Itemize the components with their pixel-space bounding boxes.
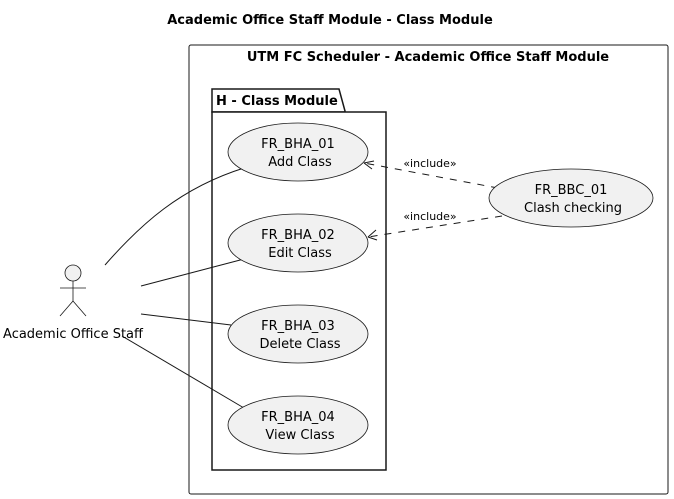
include-label-edit: «include» xyxy=(403,210,456,223)
include-relations: «include» «include» xyxy=(363,157,503,241)
include-arrow-add xyxy=(363,162,499,189)
actor-label: Academic Office Staff xyxy=(3,327,144,342)
association-edit-class xyxy=(140,258,245,287)
include-label-add: «include» xyxy=(403,157,456,170)
arrowhead-edit xyxy=(367,229,378,241)
actor-stick-figure-icon xyxy=(59,264,87,317)
actor-academic-office-staff: Academic Office Staff xyxy=(3,264,144,342)
associations xyxy=(104,167,245,409)
use-case-id: FR_BHA_01 xyxy=(261,137,335,152)
use-case-name: Add Class xyxy=(268,155,332,170)
association-view-class xyxy=(121,335,245,409)
use-case-name: Edit Class xyxy=(268,246,332,261)
use-case-clash-checking: FR_BBC_01 Clash checking xyxy=(488,168,654,228)
use-case-edit-class: FR_BHA_02 Edit Class xyxy=(227,213,369,273)
association-add-class xyxy=(104,167,245,266)
use-case-view-class: FR_BHA_04 View Class xyxy=(227,395,369,455)
system-title: UTM FC Scheduler - Academic Office Staff… xyxy=(247,50,609,65)
use-case-id: FR_BBC_01 xyxy=(535,183,608,198)
use-case-id: FR_BHA_04 xyxy=(261,410,335,425)
use-case-delete-class: FR_BHA_03 Delete Class xyxy=(227,304,369,364)
package-title: H - Class Module xyxy=(216,94,338,109)
association-delete-class xyxy=(140,313,232,326)
use-case-name: Delete Class xyxy=(259,337,340,352)
arrowhead-add xyxy=(363,160,375,170)
diagram-title: Academic Office Staff Module - Class Mod… xyxy=(167,13,493,28)
use-case-name: View Class xyxy=(265,428,334,443)
use-case-id: FR_BHA_03 xyxy=(261,319,335,334)
use-case-id: FR_BHA_02 xyxy=(261,228,335,243)
include-arrow-edit xyxy=(367,215,503,238)
use-case-add-class: FR_BHA_01 Add Class xyxy=(227,122,369,182)
use-case-name: Clash checking xyxy=(524,201,622,216)
